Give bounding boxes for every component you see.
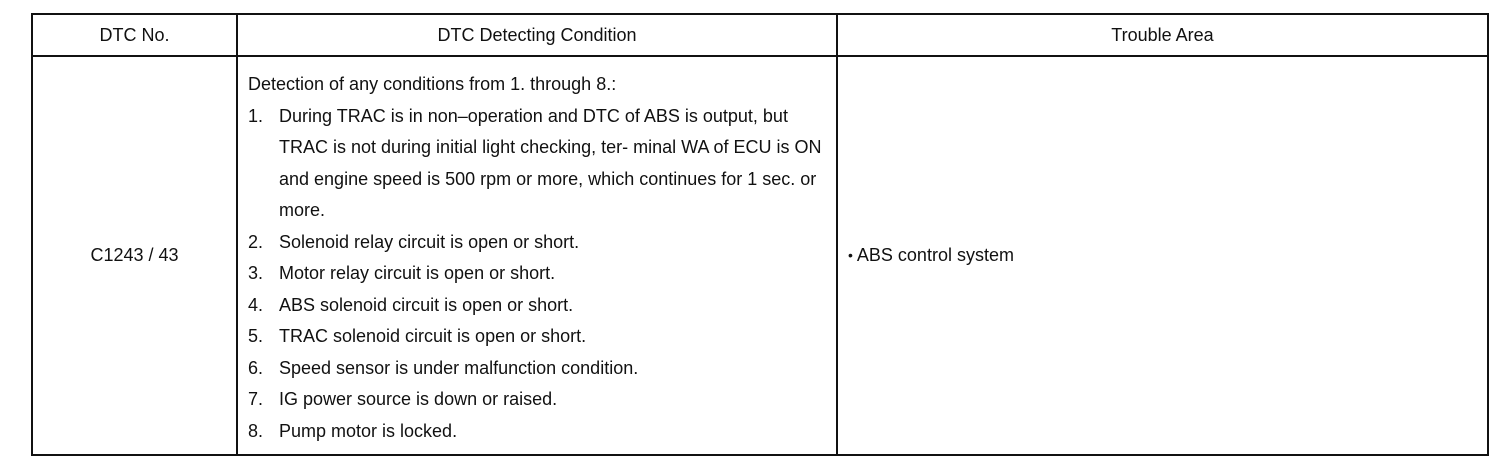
condition-number: 4.: [248, 294, 264, 315]
condition-text: Pump motor is locked.: [279, 420, 458, 441]
condition-intro: Detection of any conditions from 1. thro…: [248, 74, 617, 94]
header-row: DTC No. DTC Detecting Condition Trouble …: [31, 13, 1489, 57]
condition-number: 6.: [248, 357, 264, 378]
header-dtc-no: DTC No.: [31, 13, 238, 57]
trouble-area-text: ABS control system: [856, 245, 1014, 265]
condition-text: Speed sensor is under malfunction condit…: [279, 357, 639, 378]
condition-number: 7.: [248, 389, 264, 409]
condition-list: 1. During TRAC is in non–operation and D…: [248, 101, 828, 448]
condition-number: 5.: [248, 326, 264, 346]
list-item: 3. Motor relay circuit is open or short.: [248, 258, 828, 290]
list-item: 7. IG power source is down or raised.: [248, 384, 828, 416]
dtc-code-cell: C1243 / 43: [31, 55, 238, 456]
condition-text: Motor relay circuit is open or short.: [279, 263, 556, 283]
header-trouble-area: Trouble Area: [836, 13, 1489, 57]
trouble-area-cell: •ABS control system: [836, 55, 1489, 456]
list-item: 1. During TRAC is in non–operation and D…: [248, 101, 828, 227]
condition-number: 3.: [248, 263, 264, 283]
list-item: 5. TRAC solenoid circuit is open or shor…: [248, 321, 828, 353]
table-row: C1243 / 43 Detection of any conditions f…: [31, 55, 1489, 456]
dtc-table: DTC No. DTC Detecting Condition Trouble …: [31, 13, 1489, 456]
list-item: 8. Pump motor is locked.: [248, 416, 828, 448]
header-detecting-condition: DTC Detecting Condition: [236, 13, 838, 57]
list-item: 2. Solenoid relay circuit is open or sho…: [248, 227, 828, 259]
bullet-icon: •: [848, 247, 853, 263]
condition-text: During TRAC is in non–operation and DTC …: [279, 105, 822, 221]
condition-text: Solenoid relay circuit is open or short.: [279, 231, 580, 252]
condition-text: TRAC solenoid circuit is open or short.: [279, 326, 587, 346]
condition-text: IG power source is down or raised.: [279, 389, 558, 409]
list-item: 6. Speed sensor is under malfunction con…: [248, 353, 828, 385]
condition-number: 2.: [248, 231, 264, 252]
list-item: 4. ABS solenoid circuit is open or short…: [248, 290, 828, 322]
condition-number: 8.: [248, 420, 264, 441]
condition-number: 1.: [248, 105, 264, 126]
condition-text: ABS solenoid circuit is open or short.: [279, 294, 574, 315]
detecting-condition-cell: Detection of any conditions from 1. thro…: [236, 55, 838, 456]
